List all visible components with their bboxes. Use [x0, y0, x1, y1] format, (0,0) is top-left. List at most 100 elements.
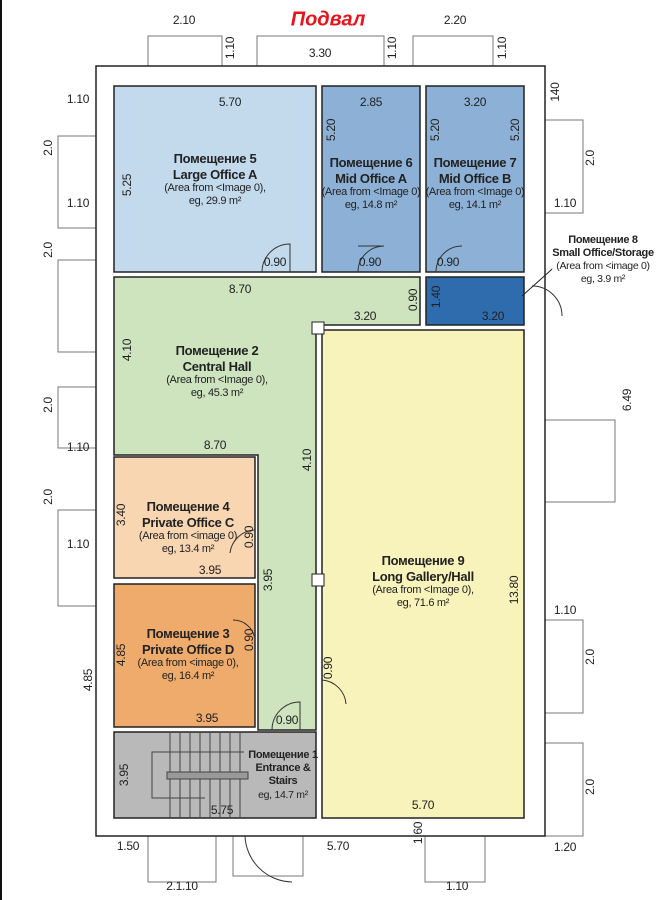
room-name: Помещение 6	[329, 155, 413, 171]
dimension-label: 2.0	[583, 150, 597, 166]
room-area: eg, 13.4 m²	[161, 543, 215, 556]
dimension-label: 3.95	[198, 563, 222, 577]
dimension-label: 0.90	[242, 628, 256, 652]
room-area: eg, 29.9 m²	[188, 195, 242, 208]
dimension-label: 5.70	[218, 95, 242, 109]
room-6-fill	[321, 85, 421, 273]
column	[311, 573, 325, 587]
dimension-label: 5.20	[324, 118, 338, 142]
dimension-label: 1.10	[385, 36, 399, 60]
room-name: Помещение 9	[381, 553, 465, 569]
dimension-label: 1.50	[116, 839, 140, 853]
dimension-label: 3.95	[195, 711, 219, 725]
dimension-label: 1.10	[553, 603, 577, 617]
dimension-label: 0.90	[406, 288, 420, 312]
room-name: Помещение 2	[175, 343, 259, 359]
dimension-label: 1.40	[429, 285, 443, 309]
dimension-label: 1.60	[411, 821, 425, 845]
dimension-label: 3.20	[463, 95, 487, 109]
dimension-label: 5.75	[210, 803, 234, 817]
room-type: Entrance &	[255, 762, 311, 775]
dimension-label: 1.10	[66, 92, 90, 106]
dimension-label: 4.85	[114, 643, 128, 667]
room-8-fill	[425, 276, 525, 326]
dimension-label: 2.20	[443, 13, 467, 27]
room-name: Помещение 7	[433, 155, 517, 171]
room-area: eg, 14.1 m²	[448, 199, 502, 212]
room-type: Private Office C	[141, 514, 235, 530]
dimension-label: 2.0	[583, 649, 597, 665]
room-type-2: Stairs	[268, 775, 298, 788]
dimension-label: 1.10	[66, 196, 90, 210]
room-area: eg, 45.3 m²	[190, 387, 244, 400]
dimension-label: 0.90	[321, 656, 335, 680]
dimension-label: 5.20	[508, 118, 522, 142]
room-source: (Area from <image 0)	[138, 530, 238, 543]
dimension-label: 1.10	[553, 196, 577, 210]
room-area: eg, 71.6 m²	[396, 597, 450, 610]
room-7-fill	[425, 85, 525, 273]
room-source: (Area from <image 0)	[556, 260, 650, 273]
dimension-label: 140	[548, 82, 562, 102]
dimension-label: 5.70	[411, 798, 435, 812]
room-name: Помещение 3	[146, 626, 230, 642]
room-area: eg, 14.7 m²	[258, 788, 308, 801]
dimension-label: 2.10	[172, 13, 196, 27]
dimension-label: 4.85	[81, 668, 95, 692]
dimension-label: 5.20	[428, 118, 442, 142]
stairs-icon	[151, 732, 249, 818]
room-type: Long Gallery/Hall	[372, 568, 474, 584]
dimension-label: 1.10	[66, 537, 90, 551]
room-type: Private Office D	[141, 641, 234, 657]
dimension-label: 2.0	[41, 489, 55, 505]
dimension-label: 0.90	[275, 713, 299, 727]
dimension-label: 2.0	[41, 140, 55, 156]
room-5-fill	[113, 85, 317, 273]
dimension-label: 0.90	[263, 255, 287, 269]
dimension-label: 8.70	[228, 282, 252, 296]
room-type: Small Office/Storage	[552, 247, 654, 260]
room-area: eg, 16.4 m²	[161, 670, 215, 683]
dimension-label: 3.95	[117, 763, 131, 787]
room-name: Помещение 8	[568, 234, 638, 247]
room-source: (Area from <Image 0)	[425, 186, 525, 199]
dimension-label: 3.20	[353, 309, 377, 323]
dimension-label: 1.10	[66, 440, 90, 454]
dimension-label: 3.20	[481, 309, 505, 323]
room-source: (Area from <Image 0),	[372, 584, 474, 597]
room-name: Помещение 1	[248, 748, 318, 761]
room-type: Mid Office A	[335, 170, 407, 186]
dimension-label: 3.40	[114, 503, 128, 527]
dimension-label: 4.10	[120, 338, 134, 362]
room-area: eg, 3.9 m²	[580, 273, 626, 286]
dimension-label: 0.90	[358, 255, 382, 269]
dimension-label: 3.30	[308, 46, 332, 60]
dimension-label: 1.10	[445, 879, 469, 893]
dimension-label: 2.0	[41, 242, 55, 258]
room-type: Large Office A	[172, 166, 258, 182]
dimension-label: 2.1.10	[166, 879, 198, 893]
dimension-label: 13.80	[507, 575, 521, 605]
room-2-fill	[113, 276, 421, 731]
column	[311, 321, 325, 335]
room-3-fill	[113, 583, 256, 728]
room-4-fill	[113, 456, 256, 579]
room-name: Помещение 4	[146, 499, 230, 515]
dimension-label: 1.10	[223, 36, 237, 60]
dimension-label: 5.70	[326, 839, 350, 853]
dimension-label: 8.70	[203, 438, 227, 452]
dimension-label: 1.20	[553, 840, 577, 854]
room-area: eg, 14.8 m²	[344, 199, 398, 212]
dimension-label: 2.0	[583, 779, 597, 795]
room-source: (Area from <Image 0),	[166, 374, 268, 387]
room-source: (Area from <Image 0)	[321, 186, 421, 199]
dimension-label: 2.0	[41, 397, 55, 413]
